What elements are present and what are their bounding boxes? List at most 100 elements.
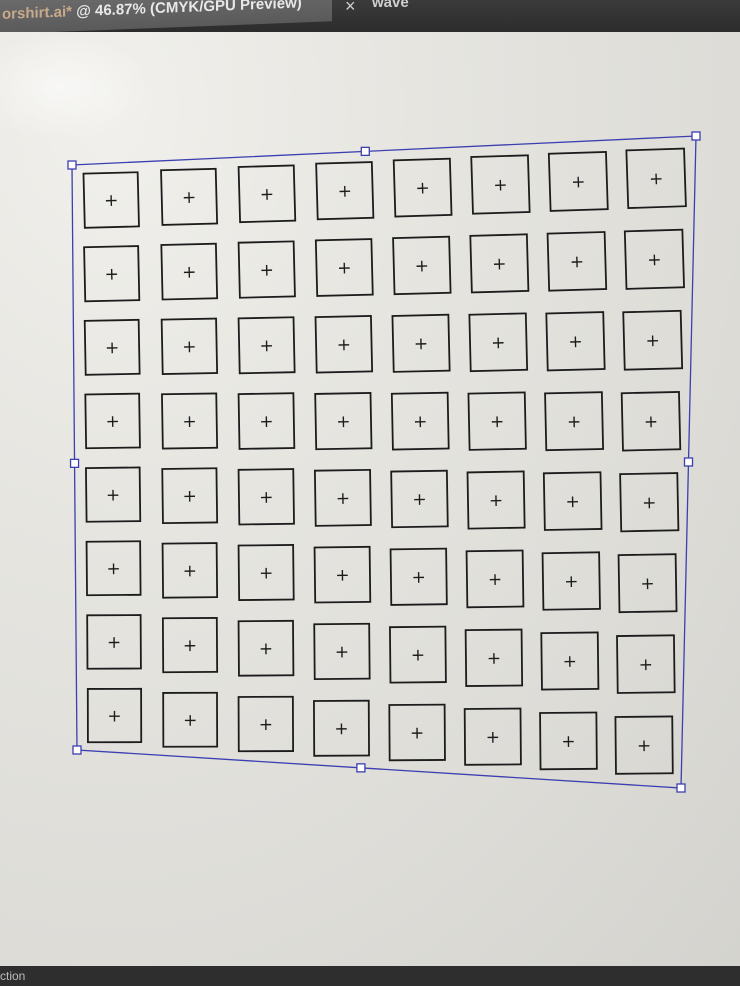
handle-top-right[interactable] [691,131,701,141]
grid-square[interactable]: + [545,311,606,372]
grid-square[interactable]: + [85,466,142,523]
grid-square[interactable]: + [625,147,687,210]
handle-bottom-middle[interactable] [356,763,366,773]
grid-square[interactable]: + [392,157,453,218]
crosshair-icon: + [182,337,197,357]
grid-square[interactable]: + [539,711,598,771]
crosshair-icon: + [489,491,504,511]
crosshair-icon: + [104,191,119,211]
handle-bottom-left[interactable] [72,745,82,755]
grid-square[interactable]: + [464,628,524,687]
crosshair-icon: + [107,707,121,727]
grid-square[interactable]: + [467,391,527,451]
grid-square[interactable]: + [237,544,295,602]
grid-square[interactable]: + [540,631,600,691]
grid-square[interactable]: + [390,391,450,451]
handle-right-middle[interactable] [683,457,694,467]
grid-square[interactable]: + [388,703,446,762]
grid-square[interactable]: + [160,242,219,301]
grid-square[interactable]: + [547,150,609,212]
grid-square[interactable]: + [542,471,603,531]
grid-square[interactable]: + [237,619,295,677]
grid-square[interactable]: + [83,318,141,376]
grid-square[interactable]: + [392,235,452,296]
grid-square[interactable]: + [463,707,522,766]
close-icon[interactable]: × [345,0,356,16]
grid-square[interactable]: + [389,625,447,684]
crosshair-icon: + [568,332,583,352]
crosshair-icon: + [637,736,651,756]
grid-square[interactable]: + [237,316,296,375]
grid-square[interactable]: + [314,238,374,297]
grid-square[interactable]: + [314,391,373,451]
grid-square[interactable]: + [390,469,449,529]
grid-square[interactable]: + [616,634,676,694]
grid-square[interactable]: + [468,312,529,373]
grid-square[interactable]: + [546,231,608,292]
grid-square[interactable]: + [466,470,526,530]
crosshair-icon: + [415,178,430,198]
grid-square[interactable]: + [237,240,296,299]
grid-square[interactable]: + [614,715,674,775]
handle-left-middle[interactable] [69,458,80,469]
crosshair-icon: + [642,493,657,513]
crosshair-icon: + [335,642,349,662]
crosshair-icon: + [413,412,428,432]
grid-square[interactable]: + [313,699,370,757]
grid-square[interactable]: + [469,233,530,294]
handle-top-middle[interactable] [360,146,370,157]
grid-square[interactable]: + [314,315,374,374]
grid-square[interactable]: + [84,392,141,450]
grid-square[interactable]: + [619,472,680,533]
crosshair-icon: + [183,561,197,581]
grid-square[interactable]: + [85,540,142,597]
grid-square[interactable]: + [465,549,525,609]
crosshair-icon: + [182,188,197,208]
grid-square[interactable]: + [86,614,142,670]
grid-square[interactable]: + [160,167,219,226]
grid-square[interactable]: + [237,392,296,450]
grid-square[interactable]: + [82,171,140,229]
handle-bottom-right[interactable] [676,783,686,793]
grid-square[interactable]: + [313,622,371,681]
crosshair-icon: + [182,487,197,507]
grid-square[interactable]: + [544,391,605,452]
crosshair-icon: + [182,262,197,282]
handle-top-left[interactable] [67,160,77,170]
grid-square[interactable]: + [313,545,372,604]
grid-square[interactable]: + [391,313,451,373]
crosshair-icon: + [259,639,273,659]
tab-next-document[interactable]: wave [372,0,409,11]
grid-square[interactable]: + [162,691,219,748]
crosshair-icon: + [567,412,582,432]
grid-square[interactable]: + [313,468,372,527]
grid-square[interactable]: + [161,617,219,674]
crosshair-icon: + [411,646,425,666]
crosshair-icon: + [410,723,424,743]
grid-square[interactable]: + [237,468,295,526]
grid-square[interactable]: + [470,154,531,215]
grid-square[interactable]: + [315,161,375,221]
crosshair-icon: + [105,338,120,358]
selection-bounding-box[interactable] [71,135,697,789]
crosshair-icon: + [644,412,659,432]
crosshair-icon: + [107,633,121,653]
grid-square[interactable]: + [83,245,141,303]
crosshair-icon: + [490,412,505,432]
grid-square[interactable]: + [161,542,219,599]
crosshair-icon: + [183,636,197,656]
grid-square[interactable]: + [237,164,297,224]
grid-square[interactable]: + [620,391,682,452]
screen-glare [0,32,150,142]
grid-square[interactable]: + [161,392,219,450]
grid-square[interactable]: + [237,695,295,753]
grid-square[interactable]: + [161,467,219,525]
grid-square[interactable]: + [623,228,685,290]
grid-square[interactable]: + [86,687,143,744]
grid-square[interactable]: + [389,547,448,606]
grid-square[interactable]: + [160,317,219,375]
grid-square[interactable]: + [617,553,678,614]
grid-square[interactable]: + [541,551,601,611]
grid-square[interactable]: + [622,309,684,371]
